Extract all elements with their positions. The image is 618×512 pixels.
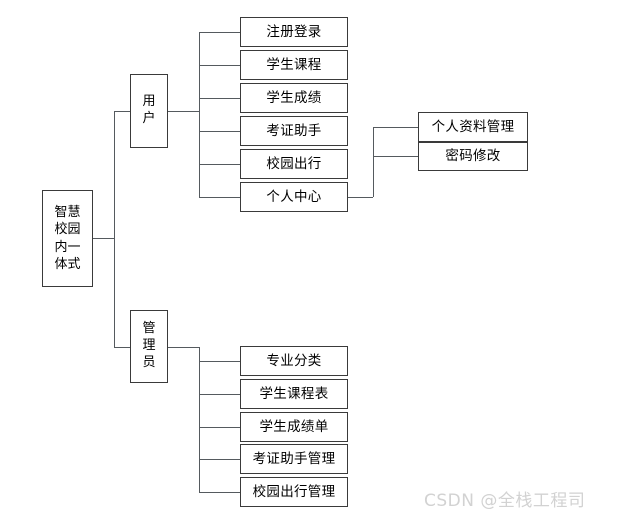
connector-user-leaf-6: [199, 197, 240, 198]
connector-admin-leaf-2: [199, 394, 240, 395]
node-label: 学生课程表: [259, 385, 329, 402]
connector-user-leaf-4: [199, 131, 240, 132]
node-root[interactable]: 智慧校园内一体式: [42, 190, 93, 287]
node-user-leaf-6-personal-center[interactable]: 个人中心: [240, 182, 348, 212]
connector-admin-trunk: [199, 347, 200, 492]
connector-admin-stub: [168, 347, 199, 348]
node-password-change[interactable]: 密码修改: [418, 142, 528, 171]
node-admin[interactable]: 管理员: [130, 310, 168, 383]
node-label: 密码修改: [445, 148, 501, 165]
node-label: 学生成绩单: [259, 418, 329, 435]
connector-personal-center-stub: [348, 197, 373, 198]
node-admin-leaf-1[interactable]: 专业分类: [240, 346, 348, 376]
node-label: 校园出行: [266, 155, 322, 172]
node-label: 专业分类: [266, 352, 322, 369]
connector-personal-center-sub-1: [373, 127, 418, 128]
connector-root-stub: [93, 238, 114, 239]
node-label: 注册登录: [266, 23, 322, 40]
node-label: 个人中心: [266, 188, 322, 205]
node-label: 学生成绩: [266, 89, 322, 106]
connector-admin-leaf-4: [199, 459, 240, 460]
node-user-leaf-5[interactable]: 校园出行: [240, 149, 348, 179]
node-label: 考证助手管理: [252, 450, 336, 467]
csdn-watermark: CSDN @全栈工程司: [424, 491, 586, 511]
connector-personal-center-sub-2: [373, 156, 418, 157]
node-user-label: 用户: [142, 94, 156, 126]
connector-admin-leaf-3: [199, 427, 240, 428]
connector-user-leaf-3: [199, 98, 240, 99]
connector-admin-leaf-5: [199, 492, 240, 493]
node-admin-leaf-2[interactable]: 学生课程表: [240, 379, 348, 409]
connector-personal-center-trunk: [373, 127, 374, 197]
connector-user-leaf-5: [199, 164, 240, 165]
node-root-label: 智慧校园内一体式: [54, 205, 81, 272]
connector-root-trunk: [114, 111, 115, 347]
node-label: 校园出行管理: [252, 483, 336, 500]
node-user[interactable]: 用户: [130, 74, 168, 148]
node-user-leaf-4[interactable]: 考证助手: [240, 116, 348, 146]
node-admin-leaf-3[interactable]: 学生成绩单: [240, 412, 348, 442]
node-admin-leaf-4[interactable]: 考证助手管理: [240, 444, 348, 474]
node-label: 学生课程: [266, 56, 322, 73]
node-admin-leaf-5[interactable]: 校园出行管理: [240, 477, 348, 507]
connector-user-stub: [168, 111, 199, 112]
node-personal-profile-management[interactable]: 个人资料管理: [418, 112, 528, 142]
connector-root-to-admin: [114, 347, 131, 348]
connector-user-leaf-2: [199, 65, 240, 66]
connector-user-leaf-1: [199, 32, 240, 33]
node-user-leaf-3[interactable]: 学生成绩: [240, 83, 348, 113]
node-user-leaf-1[interactable]: 注册登录: [240, 17, 348, 47]
connector-root-to-user: [114, 111, 131, 112]
node-admin-label: 管理员: [142, 321, 156, 370]
node-label: 考证助手: [266, 122, 322, 139]
connector-user-trunk: [199, 32, 200, 197]
node-user-leaf-2[interactable]: 学生课程: [240, 50, 348, 80]
connector-admin-leaf-1: [199, 361, 240, 362]
node-label: 个人资料管理: [431, 118, 515, 135]
